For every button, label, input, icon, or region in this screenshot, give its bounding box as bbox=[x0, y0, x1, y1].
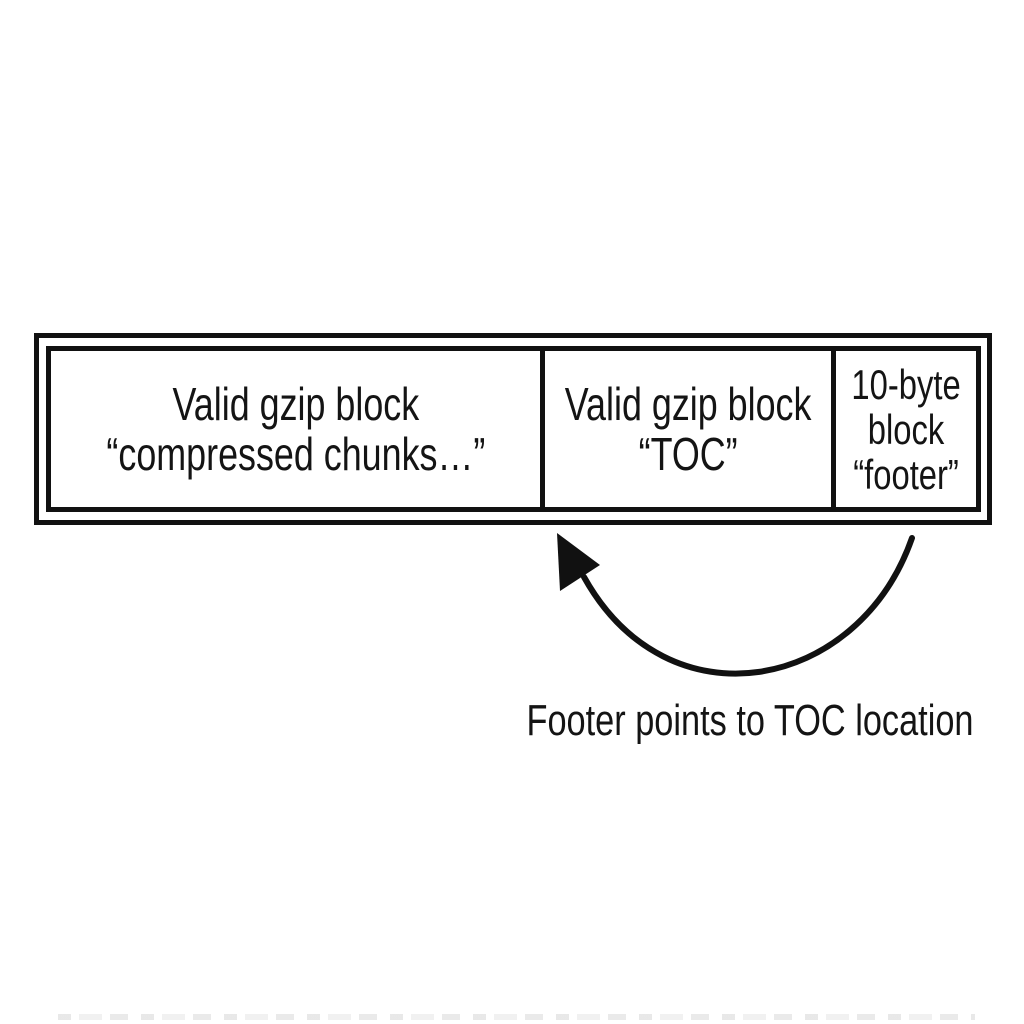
block-footer-label: 10-byte block “footer” bbox=[851, 362, 960, 497]
block-subtitle: “compressed chunks…” bbox=[106, 428, 485, 480]
block-compressed-chunks-label: Valid gzip block “compressed chunks…” bbox=[106, 379, 485, 479]
block-compressed-chunks: Valid gzip block “compressed chunks…” bbox=[51, 351, 545, 507]
block-title: Valid gzip block bbox=[564, 378, 812, 430]
gzip-file-outline: Valid gzip block “compressed chunks…” Va… bbox=[34, 333, 992, 525]
block-toc-label: Valid gzip block “TOC” bbox=[565, 379, 812, 479]
block-subtitle: “TOC” bbox=[638, 428, 738, 480]
block-toc: Valid gzip block “TOC” bbox=[545, 351, 836, 507]
block-line: 10-byte bbox=[851, 360, 961, 408]
block-line: “footer” bbox=[853, 450, 959, 498]
arrow-caption: Footer points to TOC location bbox=[526, 696, 974, 745]
file-blocks-row: Valid gzip block “compressed chunks…” Va… bbox=[46, 346, 981, 512]
block-title: Valid gzip block bbox=[172, 378, 419, 430]
arrow-shaft bbox=[581, 535, 915, 677]
block-footer: 10-byte block “footer” bbox=[836, 351, 976, 507]
block-line: block bbox=[867, 405, 945, 453]
arrowhead-icon bbox=[557, 533, 600, 591]
bottom-scan-artifact bbox=[58, 1014, 975, 1020]
